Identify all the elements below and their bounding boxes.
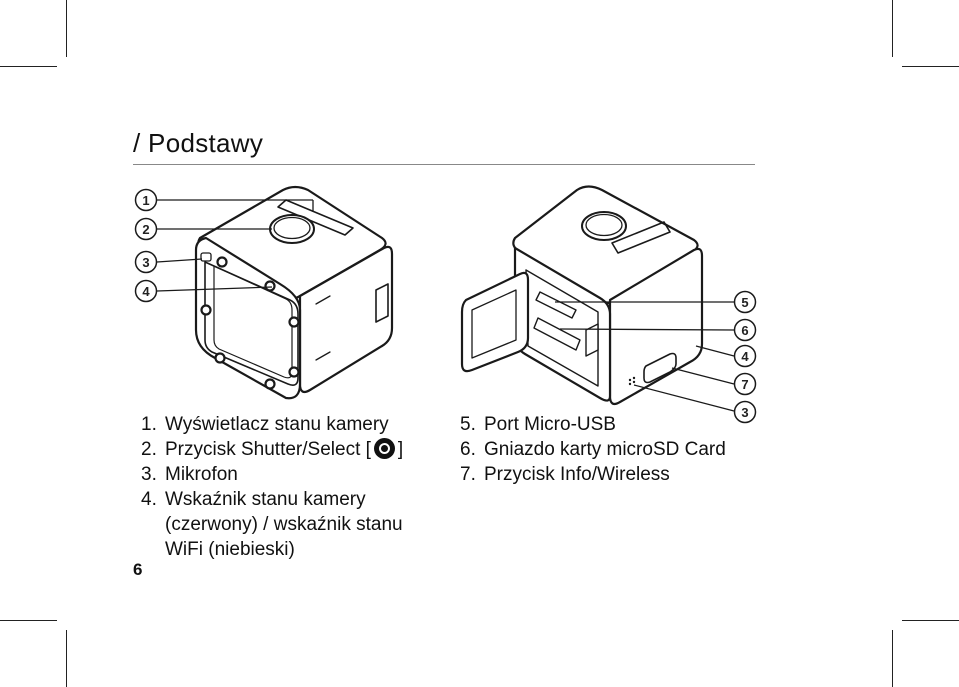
page-title: / Podstawy	[133, 128, 264, 158]
list-text-continued: (czerwony) / wskaźnik stanu	[165, 514, 403, 535]
crop-mark	[892, 630, 893, 687]
crop-mark	[902, 620, 959, 621]
callout-number: 7	[741, 377, 748, 392]
shutter-button-icon	[373, 438, 395, 459]
list-number: 4.	[141, 489, 157, 510]
parts-list-right: 5. Port Micro-USB 6. Gniazdo karty micro…	[460, 412, 726, 487]
list-number: 7.	[460, 464, 476, 485]
list-number: 3.	[141, 464, 157, 485]
callout-number: 1	[142, 193, 149, 208]
list-text: Wyświetlacz stanu kamery	[165, 414, 389, 435]
camera-open-door-illustration	[460, 185, 704, 406]
callout-number: 4	[142, 284, 150, 299]
list-text: Przycisk Info/Wireless	[484, 464, 670, 485]
list-text: Wskaźnik stanu kamery	[165, 489, 366, 510]
list-item: 2. Przycisk Shutter/Select []	[141, 437, 403, 462]
list-text-suffix: ]	[397, 439, 404, 460]
crop-mark	[0, 620, 57, 621]
callout-number: 4	[741, 349, 749, 364]
callout-number: 3	[741, 405, 748, 420]
list-item: 5. Port Micro-USB	[460, 412, 726, 437]
parts-list-left: 1. Wyświetlacz stanu kamery 2. Przycisk …	[141, 412, 403, 562]
list-text: Port Micro-USB	[484, 414, 616, 435]
callout-number: 5	[741, 295, 748, 310]
camera-front-illustration	[194, 185, 394, 400]
crop-mark	[902, 66, 959, 67]
crop-mark	[66, 630, 67, 687]
callout-number: 2	[142, 222, 149, 237]
list-item: 1. Wyświetlacz stanu kamery	[141, 412, 403, 437]
list-number: 1.	[141, 414, 157, 435]
list-item: 4. Wskaźnik stanu kamery (czerwony) / ws…	[141, 487, 403, 562]
crop-mark	[0, 66, 57, 67]
crop-mark	[66, 0, 67, 57]
list-text: Przycisk Shutter/Select [	[165, 439, 371, 460]
page-number: 6	[133, 560, 143, 579]
callout-number: 3	[142, 255, 149, 270]
list-text: Mikrofon	[165, 464, 238, 485]
list-item: 6. Gniazdo karty microSD Card	[460, 437, 726, 462]
callout-number: 6	[741, 323, 748, 338]
list-number: 5.	[460, 414, 476, 435]
title-divider	[133, 164, 755, 165]
list-item: 7. Przycisk Info/Wireless	[460, 462, 726, 487]
list-text: Gniazdo karty microSD Card	[484, 439, 726, 460]
list-item: 3. Mikrofon	[141, 462, 403, 487]
crop-mark	[892, 0, 893, 57]
list-text-continued: WiFi (niebieski)	[165, 539, 295, 560]
list-number: 2.	[141, 439, 157, 460]
list-number: 6.	[460, 439, 476, 460]
